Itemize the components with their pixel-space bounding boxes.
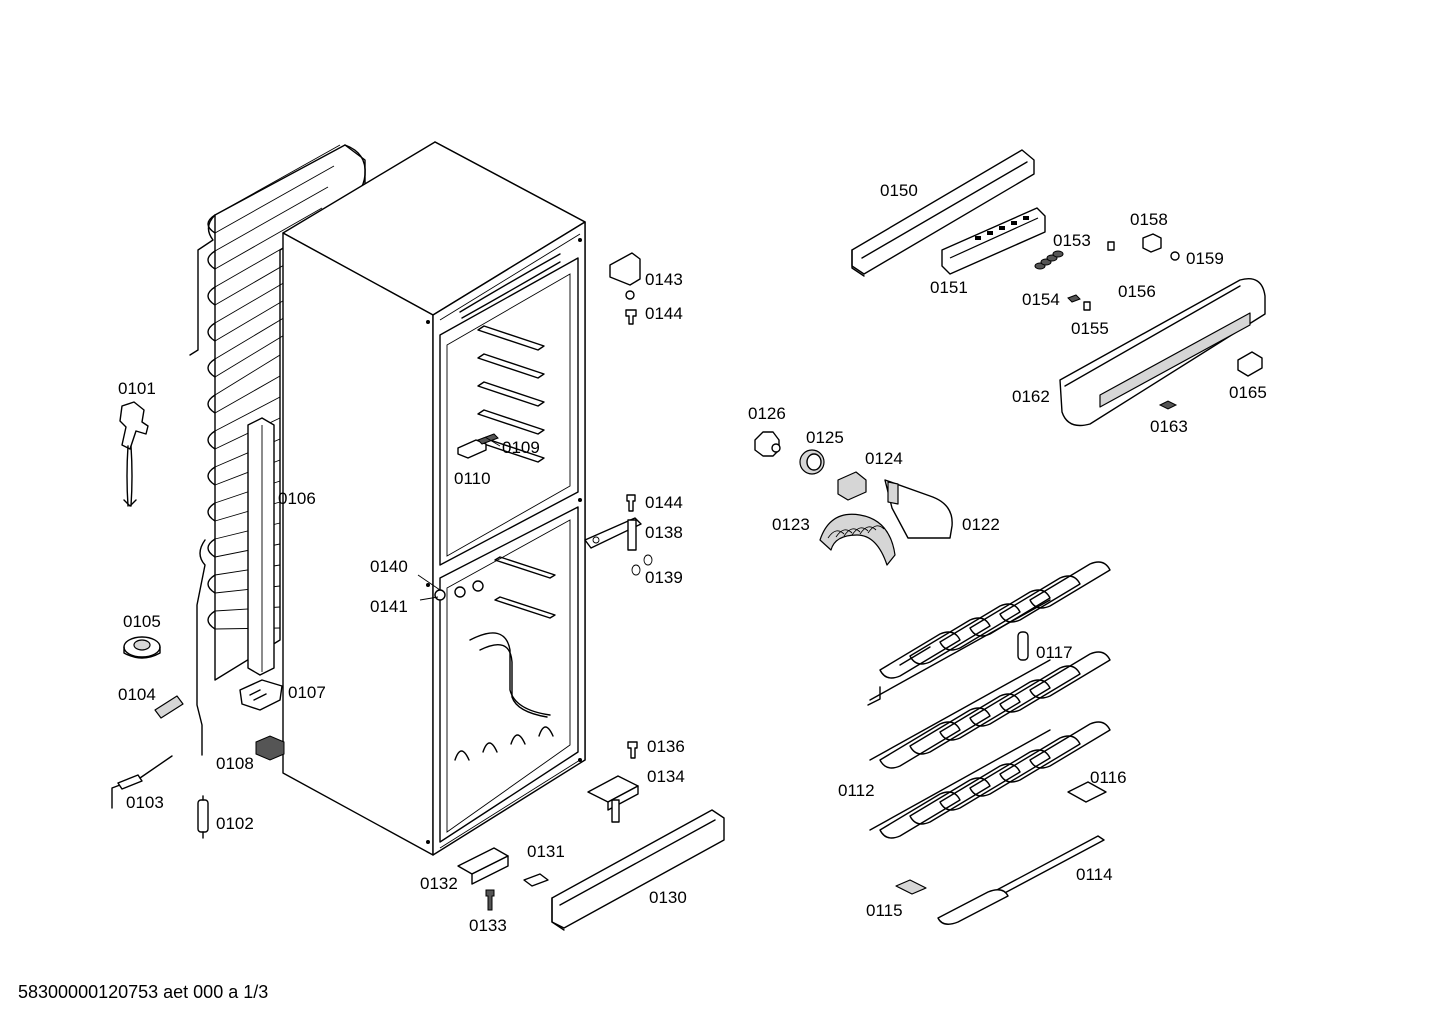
label-0163: 0163 (1150, 417, 1188, 436)
base-grille-part (551, 809, 725, 931)
label-0144-mid: 0144 (645, 493, 683, 512)
dryer-part (197, 795, 209, 839)
label-0123: 0123 (772, 515, 810, 534)
cap-tube-part (1017, 631, 1029, 661)
label-0109: 0109 (502, 438, 540, 457)
label-0165: 0165 (1229, 383, 1267, 402)
upper-hinge-part (609, 252, 641, 300)
label-0103: 0103 (126, 793, 164, 812)
pad-part (523, 873, 549, 887)
block-part (255, 735, 285, 761)
label-0112: 0112 (838, 781, 875, 800)
bracket-screw-part (485, 889, 495, 911)
holder-right-part (1067, 781, 1107, 803)
label-0104: 0104 (118, 685, 156, 704)
label-0102: 0102 (216, 814, 254, 833)
label-0101: 0101 (118, 379, 156, 398)
document-code: 58300000120753 aet 000 a 1/3 (18, 982, 268, 1002)
switch-part (1142, 233, 1180, 261)
label-0162: 0162 (1012, 387, 1050, 406)
evaporator-part (867, 561, 1111, 839)
label-0110: 0110 (454, 469, 491, 488)
screw-upper-part (625, 309, 637, 325)
drip-bar-part (937, 835, 1105, 925)
electronic-module-part (941, 207, 1046, 275)
label-0139: 0139 (645, 568, 683, 587)
label-0140: 0140 (370, 557, 408, 576)
sensor-part (111, 755, 173, 809)
power-cord-part (119, 401, 149, 507)
label-0158: 0158 (1130, 210, 1168, 229)
washers-part (631, 554, 653, 576)
screw-mid-part (626, 494, 636, 512)
label-0125: 0125 (806, 428, 844, 447)
label-0138: 0138 (645, 523, 683, 542)
screw-lower-part (627, 741, 638, 759)
label-0130: 0130 (649, 888, 687, 907)
label-0153: 0153 (1053, 231, 1091, 250)
label-0141: 0141 (370, 597, 408, 616)
label-0144-upper: 0144 (645, 304, 683, 323)
clip-part (239, 679, 283, 711)
channel-part (247, 417, 275, 676)
label-plate-part (1158, 400, 1178, 410)
holder-left-part (895, 879, 927, 895)
label-0151: 0151 (930, 278, 968, 297)
lamp-holder-part (837, 471, 867, 501)
label-0116: 0116 (1090, 768, 1127, 787)
label-0159: 0159 (1186, 249, 1224, 268)
light-cover-part (884, 479, 953, 539)
label-0150: 0150 (880, 181, 918, 200)
label-0107: 0107 (288, 683, 326, 702)
label-0114: 0114 (1076, 865, 1113, 884)
label-0155: 0155 (1071, 319, 1109, 338)
buttons-part (1034, 250, 1064, 270)
label-0133: 0133 (469, 916, 507, 935)
label-0126: 0126 (748, 404, 786, 423)
label-0124: 0124 (865, 449, 903, 468)
middle-hinge-part (584, 517, 642, 551)
panel-cover-part (1059, 278, 1266, 427)
control-rail-part (851, 149, 1035, 277)
label-0132: 0132 (420, 874, 458, 893)
hook-part (1237, 351, 1263, 377)
pins-part (417, 574, 484, 601)
air-duct-part (819, 513, 896, 566)
label-0117: 0117 (1036, 643, 1073, 662)
label-0156: 0156 (1118, 282, 1156, 301)
roller-part (123, 636, 161, 659)
label-0122: 0122 (962, 515, 1000, 534)
lamp-cover-part (457, 439, 487, 459)
label-0131: 0131 (527, 842, 565, 861)
label-0134: 0134 (647, 767, 685, 786)
sleeve-part (154, 695, 184, 719)
label-0108: 0108 (216, 754, 254, 773)
label-0154: 0154 (1022, 290, 1060, 309)
small-caps-part (1067, 241, 1115, 311)
fridge-cabinet (282, 141, 586, 856)
foot-bracket-part (457, 847, 509, 885)
socket-ring-part (799, 449, 825, 475)
label-0105: 0105 (123, 612, 161, 631)
label-0136: 0136 (647, 737, 685, 756)
label-0143: 0143 (645, 270, 683, 289)
bulb-part (754, 431, 781, 457)
lower-hinge-part (587, 775, 639, 823)
label-0106: 0106 (278, 489, 316, 508)
label-0115: 0115 (866, 901, 903, 920)
